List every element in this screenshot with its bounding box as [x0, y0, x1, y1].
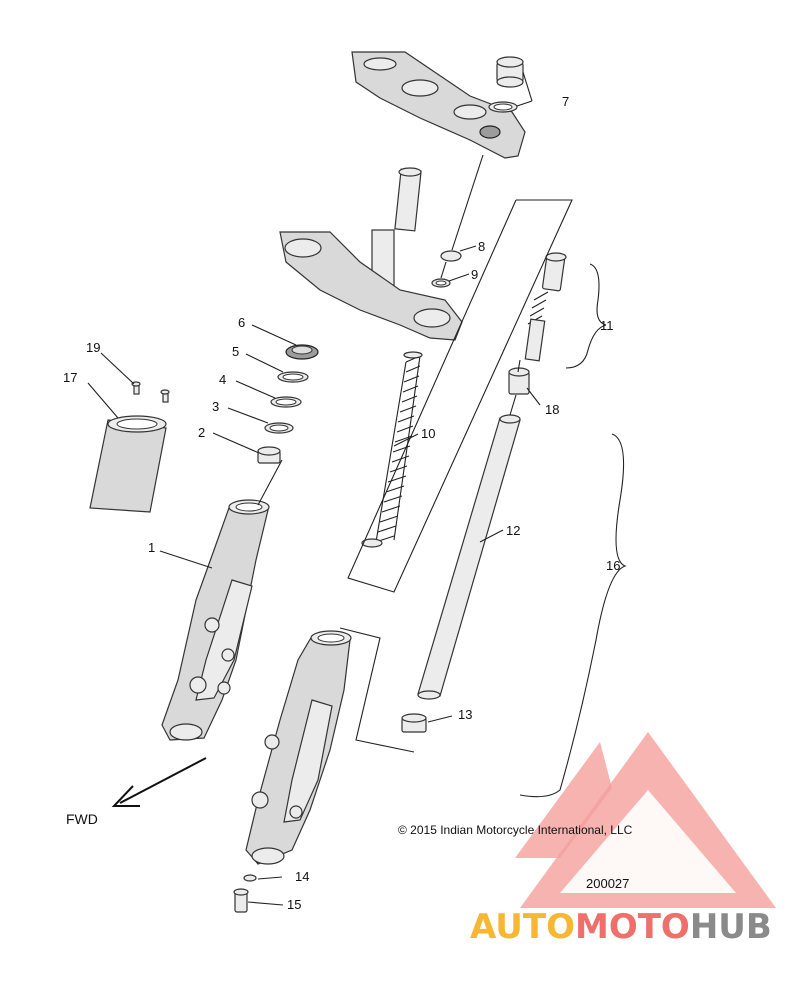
fwd-label: FWD — [66, 811, 98, 827]
callout-16: 16 — [606, 558, 620, 573]
callout-9: 9 — [471, 267, 478, 282]
bracket-16 — [519, 433, 627, 798]
callout-12: 12 — [506, 523, 520, 538]
part-17-fork-cover — [89, 415, 167, 513]
watermark-moto: MOTO — [575, 907, 690, 947]
watermark-text: AUTOMOTOHUB — [470, 907, 772, 947]
part-11-damper-rod — [524, 252, 567, 362]
part-18-bushing — [508, 367, 530, 395]
part-8-9-nuts — [431, 250, 462, 288]
leader-lines — [87, 71, 541, 906]
watermark-hub: HUB — [690, 907, 772, 947]
forward-direction-arrow — [111, 757, 207, 807]
callout-1: 1 — [148, 540, 155, 555]
callout-13: 13 — [458, 707, 472, 722]
callout-7: 7 — [562, 94, 569, 109]
upper-triple-clamp — [351, 51, 526, 159]
part-14-15-drain-bolt — [233, 874, 257, 913]
watermark-auto: AUTO — [470, 907, 575, 947]
callout-4: 4 — [219, 372, 226, 387]
part-7-cap-washer — [488, 56, 524, 113]
callout-18: 18 — [545, 402, 559, 417]
part-13-bushing — [401, 713, 427, 733]
steering-stem-lower-clamp — [279, 167, 463, 341]
callout-3: 3 — [212, 399, 219, 414]
watermark-triangle-left — [515, 742, 612, 858]
part-12-inner-tube — [417, 414, 521, 700]
callout-11: 11 — [600, 318, 614, 333]
part-10-fork-spring — [361, 351, 423, 548]
watermark-triangle-inner — [560, 790, 736, 893]
part-1-left-fork-leg — [161, 499, 270, 741]
callout-6: 6 — [238, 315, 245, 330]
watermark-logo — [515, 732, 776, 908]
seal-stack — [257, 344, 319, 464]
bracket-11 — [565, 263, 607, 369]
callout-8: 8 — [478, 239, 485, 254]
callout-2: 2 — [198, 425, 205, 440]
callout-19: 19 — [86, 340, 100, 355]
copyright-notice: © 2015 Indian Motorcycle International, … — [398, 823, 633, 837]
callout-14: 14 — [295, 869, 309, 884]
diagram-number: 200027 — [586, 876, 629, 891]
callout-10: 10 — [421, 426, 435, 441]
right-fork-leg — [245, 630, 352, 865]
assembly-lines — [257, 154, 573, 753]
part-19-screws — [131, 381, 170, 403]
callout-5: 5 — [232, 344, 239, 359]
callout-15: 15 — [287, 897, 301, 912]
callout-17: 17 — [63, 370, 77, 385]
